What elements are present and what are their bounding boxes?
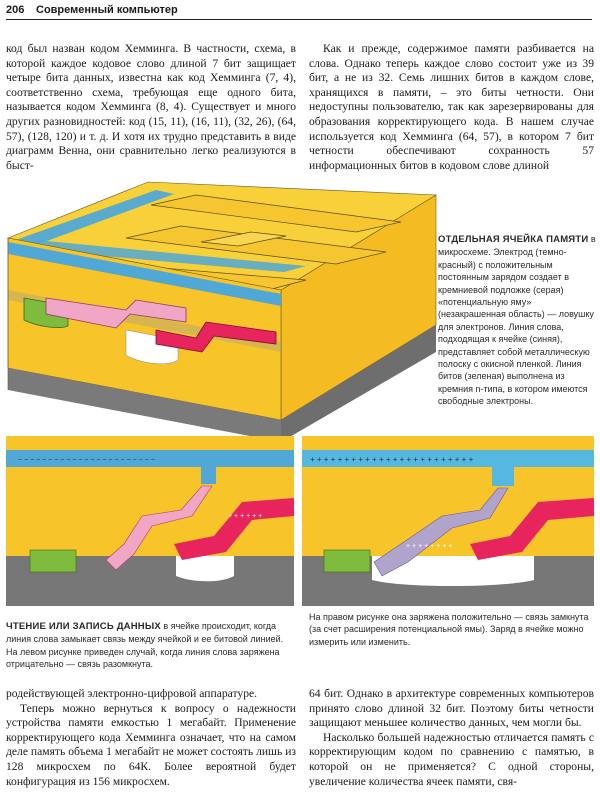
electrode-pink [105, 485, 213, 571]
bit-line [323, 549, 371, 573]
charge-marks: + + + + + + + + [406, 543, 452, 550]
word-line [10, 190, 174, 248]
metal-strip [150, 194, 402, 233]
cross-section-right: + + + + + + + + + + + + + + + + + + + + … [302, 436, 594, 606]
charge-marks: + + + + + + [228, 513, 262, 520]
potential-well [176, 556, 234, 582]
text-column-bottom-left: родействующей электронно-цифровой аппара… [6, 687, 296, 789]
running-title: Современный компьютер [36, 4, 178, 16]
metal-strip [200, 231, 287, 247]
cross-section-left: − − − − − − − − − − − − − − − − − − − − … [6, 436, 294, 606]
word-line-tab [492, 467, 514, 486]
caption-memory-cell: ОТДЕЛЬНАЯ ЯЧЕЙКА ПАМЯТИ в микросхеме. Эл… [438, 233, 596, 408]
word-line-layer [302, 450, 594, 467]
page-header: 206 Современный компьютер [6, 3, 592, 21]
caption-text: в ячейке происходит, когда линия слова з… [6, 621, 284, 670]
memory-cell-illustration [6, 181, 437, 442]
paragraph: Насколько большей надежностью отличается… [309, 730, 594, 788]
silicon-substrate [8, 368, 281, 442]
caption-read-write: ЧТЕНИЕ ИЛИ ЗАПИСЬ ДАННЫХ в ячейке происх… [6, 620, 294, 671]
page-number: 206 [6, 4, 25, 16]
charge-marks: + + + + + + + + + + + + + + + + + + + + … [310, 455, 474, 464]
electrode-pink [45, 297, 187, 329]
paragraph: родействующей электронно-цифровой аппара… [6, 687, 258, 700]
blue-band-front [8, 242, 281, 306]
charge-marks: − − − − − − − − − − − − − − − − − − − − … [18, 457, 155, 464]
caption-heading: ЧТЕНИЕ ИЛИ ЗАПИСЬ ДАННЫХ [6, 621, 161, 632]
metal-strip [125, 225, 387, 265]
paragraph: Как и прежде, содержимое памяти разбивае… [309, 42, 594, 172]
text-column-top-left: код был назван кодом Хемминга. В частнос… [6, 42, 296, 173]
word-line-band [12, 240, 306, 272]
potential-well [372, 556, 534, 586]
caption-heading: ОТДЕЛЬНАЯ ЯЧЕЙКА ПАМЯТИ [438, 234, 589, 245]
text-column-top-right: Как и прежде, содержимое памяти разбивае… [309, 42, 594, 173]
caption-text: На правом рисунке она заряжена положител… [309, 612, 589, 647]
caption-right: На правом рисунке она заряжена положител… [309, 611, 594, 648]
bit-line [29, 549, 77, 573]
paragraph: Теперь можно вернуться к вопросу о надеж… [6, 701, 296, 788]
text-column-bottom-right: 64 бит. Однако в архитектуре современных… [309, 687, 594, 789]
word-line-tab [201, 467, 216, 484]
electrode-red [470, 498, 594, 560]
paragraph: код был назван кодом Хемминга. В частнос… [6, 42, 296, 172]
electrode-purple [373, 487, 509, 577]
paragraph: 64 бит. Однако в архитектуре современных… [309, 687, 594, 730]
chip-gray-right [281, 325, 436, 442]
header-rule [6, 19, 592, 20]
electrode-red [174, 498, 294, 560]
caption-text: в микросхеме. Электрод (темно-красный) с… [438, 234, 596, 407]
electrode-red [155, 321, 277, 353]
word-line-layer [6, 450, 294, 467]
